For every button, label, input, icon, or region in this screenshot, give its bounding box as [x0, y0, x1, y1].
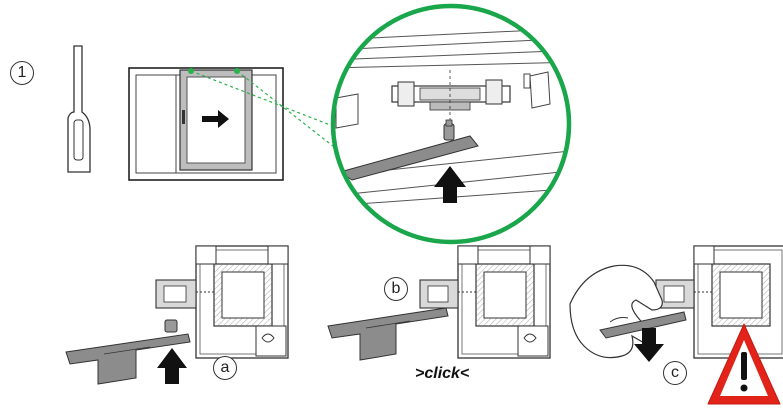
profile-frame-c: [693, 245, 783, 359]
roller-arm-b: [327, 307, 449, 361]
step-a-label: a: [213, 356, 237, 380]
step-1-label: 1: [10, 61, 34, 85]
profile-frame-a: [195, 245, 289, 359]
sliding-window-frame: [128, 67, 284, 181]
step-b-label: b: [384, 277, 408, 301]
warning-triangle-icon: [707, 323, 781, 405]
up-arrow-icon: [157, 348, 187, 384]
window-handle: [67, 45, 91, 173]
profile-frame-b: [457, 245, 551, 359]
guide-bracket-c: [655, 279, 712, 309]
step-c-label: c: [663, 361, 687, 385]
click-annotation: >click<: [415, 365, 470, 382]
detail-magnifier: [330, 3, 572, 245]
right-arrow-icon: [202, 110, 229, 128]
zoom-guide-lines: [190, 70, 339, 151]
roller-arm-a: [65, 319, 191, 385]
guide-bracket-b: [419, 279, 476, 309]
guide-bracket-a: [155, 279, 214, 309]
hand-pulling-arm: [569, 264, 687, 359]
up-arrow-icon: [434, 166, 466, 203]
down-arrow-icon: [634, 328, 664, 362]
